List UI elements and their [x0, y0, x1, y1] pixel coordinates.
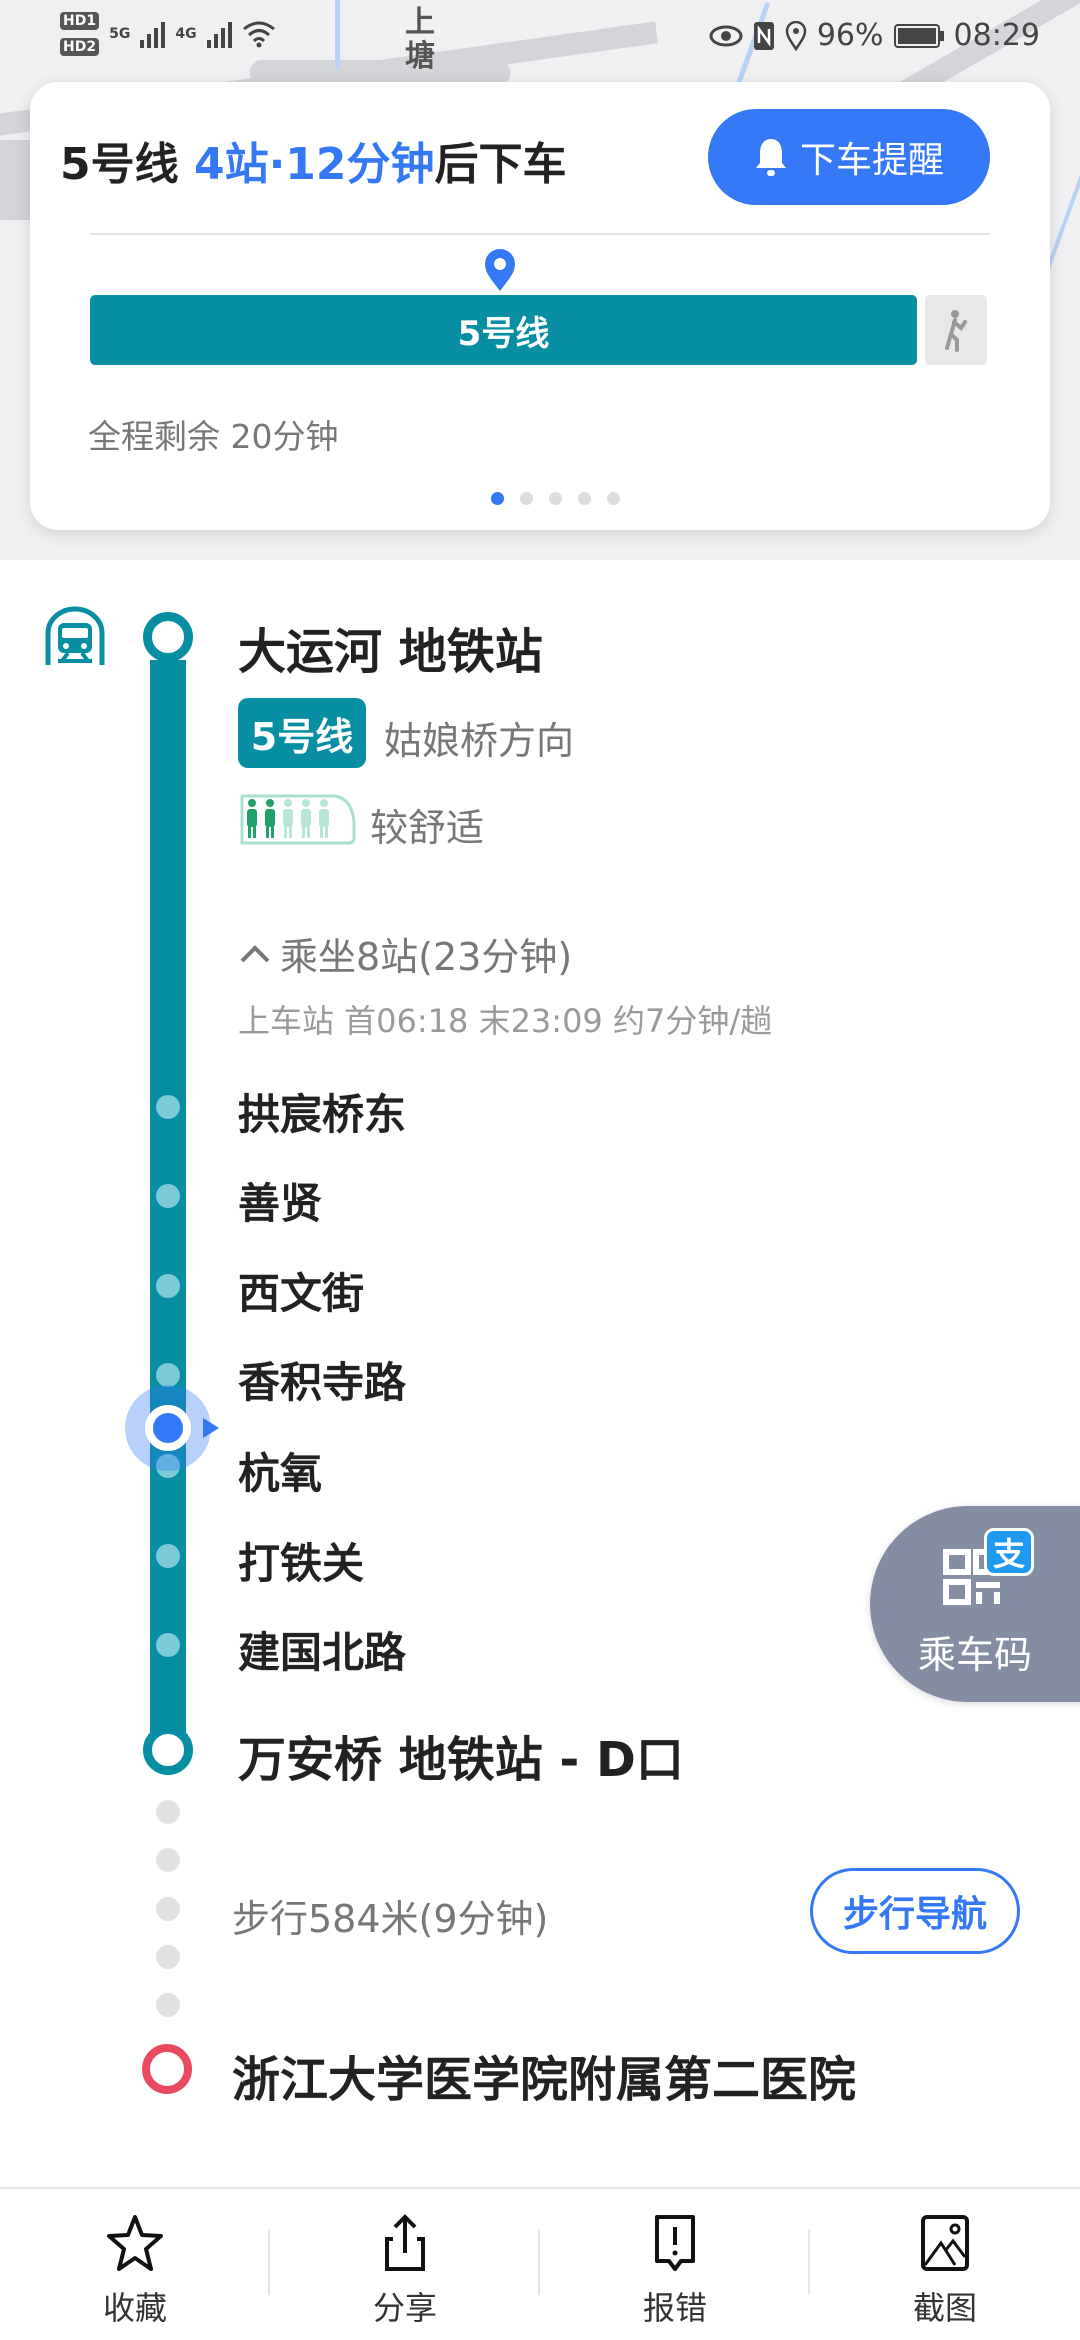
- separator: [268, 2229, 270, 2295]
- favorite-label: 收藏: [102, 2289, 167, 2327]
- station-item: 香积寺路: [238, 1358, 407, 1407]
- battery-icon: [893, 23, 944, 48]
- favorite-button[interactable]: 收藏: [0, 2189, 270, 2340]
- chevron-up-icon: [240, 944, 270, 962]
- signal-icon-2: [206, 20, 232, 48]
- start-station-ring: [143, 612, 193, 662]
- line-badge: 5号线: [238, 698, 366, 768]
- station-dot: [156, 1363, 180, 1387]
- walk-dot: [156, 1993, 180, 2017]
- ride-summary-toggle[interactable]: 乘坐8站(23分钟): [238, 926, 572, 981]
- report-icon: [655, 2215, 695, 2271]
- trip-headline: 5号线 4站·12分钟后下车: [60, 128, 567, 192]
- walk-dot: [156, 1800, 180, 1824]
- headline-suffix: 后下车: [434, 139, 567, 190]
- station-item: 打铁关: [238, 1539, 365, 1588]
- screenshot-icon: [921, 2215, 969, 2271]
- ride-summary-label: 乘坐8站(23分钟): [280, 935, 573, 979]
- eye-icon: [709, 25, 743, 46]
- pager-dot-5[interactable]: [606, 492, 620, 505]
- star-icon: [107, 2215, 163, 2271]
- separator: [538, 2229, 540, 2295]
- end-station-ring: [143, 1725, 193, 1775]
- destination-name[interactable]: 浙江大学医学院附属第二医院: [232, 2052, 857, 2108]
- nfc-icon: [753, 21, 774, 50]
- share-icon: [385, 2214, 425, 2271]
- report-error-button[interactable]: 报错: [540, 2189, 810, 2340]
- pager-dot-3[interactable]: [548, 492, 562, 505]
- walk-segment: [925, 295, 987, 365]
- ride-code-label: 乘车码: [918, 1633, 1033, 1677]
- walk-distance: 步行584米(9分钟): [232, 1897, 549, 1941]
- alipay-icon: 支: [984, 1528, 1034, 1576]
- alight-reminder-button[interactable]: 下车提醒: [708, 109, 990, 205]
- status-bar: HD1 HD2 5G 4G 96% 08:29: [0, 0, 1080, 80]
- 4g-label: 4G: [175, 26, 197, 42]
- station-item: 杭氧: [238, 1449, 323, 1498]
- signal-icon: [140, 20, 166, 48]
- screenshot-button[interactable]: 截图: [810, 2189, 1080, 2340]
- station-item: 善贤: [238, 1179, 323, 1228]
- total-remaining-time: 全程剩余 20分钟: [88, 417, 339, 456]
- pager-dot-4[interactable]: [577, 492, 591, 505]
- station-item: 拱宸桥东: [238, 1090, 407, 1139]
- stops-remaining: 4站·12分钟: [193, 139, 435, 190]
- map-label: 上塘: [405, 5, 435, 74]
- station-dot: [156, 1633, 180, 1657]
- bell-icon: [755, 139, 786, 176]
- card-divider: [90, 233, 990, 235]
- end-station-name[interactable]: 万安桥 地铁站 - D口: [238, 1732, 684, 1788]
- destination-ring: [142, 2044, 192, 2094]
- clock: 08:29: [953, 18, 1040, 53]
- crowd-level-label: 较舒适: [370, 806, 485, 850]
- share-button[interactable]: 分享: [270, 2189, 540, 2340]
- ride-code-button[interactable]: 支 乘车码: [870, 1506, 1080, 1702]
- walking-person-icon: [945, 310, 967, 352]
- hd2-icon: HD2: [60, 38, 100, 56]
- pager-dot-1[interactable]: [490, 492, 504, 505]
- separator: [808, 2229, 810, 2295]
- screenshot-label: 截图: [912, 2289, 977, 2327]
- alight-reminder-label: 下车提醒: [799, 140, 944, 181]
- station-item: 西文街: [238, 1269, 365, 1318]
- walk-dot: [156, 1945, 180, 1969]
- walk-navigation-button[interactable]: 步行导航: [810, 1868, 1020, 1954]
- current-location-marker: [125, 1385, 219, 1471]
- schedule-info: 上车站 首06:18 末23:09 约7分钟/趟: [238, 1002, 773, 1040]
- report-error-label: 报错: [642, 2289, 707, 2327]
- location-icon: [785, 20, 807, 51]
- bottom-action-bar: 收藏 分享 报错 截图: [0, 2187, 1080, 2340]
- subway-train-icon: [45, 606, 105, 665]
- walk-dot: [156, 1897, 180, 1921]
- hd1-icon: HD1: [60, 12, 100, 30]
- direction-label: 姑娘桥方向: [384, 719, 575, 763]
- line-progress-bar: 5号线: [90, 295, 917, 365]
- start-station-name[interactable]: 大运河 地铁站: [238, 624, 543, 680]
- share-label: 分享: [372, 2289, 437, 2327]
- current-position-pin-icon: [485, 249, 515, 291]
- station-dot: [156, 1184, 180, 1208]
- pager-dot-2[interactable]: [519, 492, 533, 505]
- station-dot: [156, 1454, 180, 1478]
- crowdedness-icon: [240, 794, 356, 845]
- wifi-icon: [242, 21, 275, 48]
- card-pager[interactable]: [0, 492, 1080, 505]
- station-item: 建国北路: [238, 1628, 407, 1677]
- line-name: 5号线: [60, 139, 179, 190]
- battery-percent: 96%: [816, 18, 884, 53]
- station-dot: [156, 1095, 180, 1119]
- station-dot: [156, 1274, 180, 1298]
- 5g-label: 5G: [109, 26, 131, 42]
- walk-dot: [156, 1848, 180, 1872]
- station-dot: [156, 1544, 180, 1568]
